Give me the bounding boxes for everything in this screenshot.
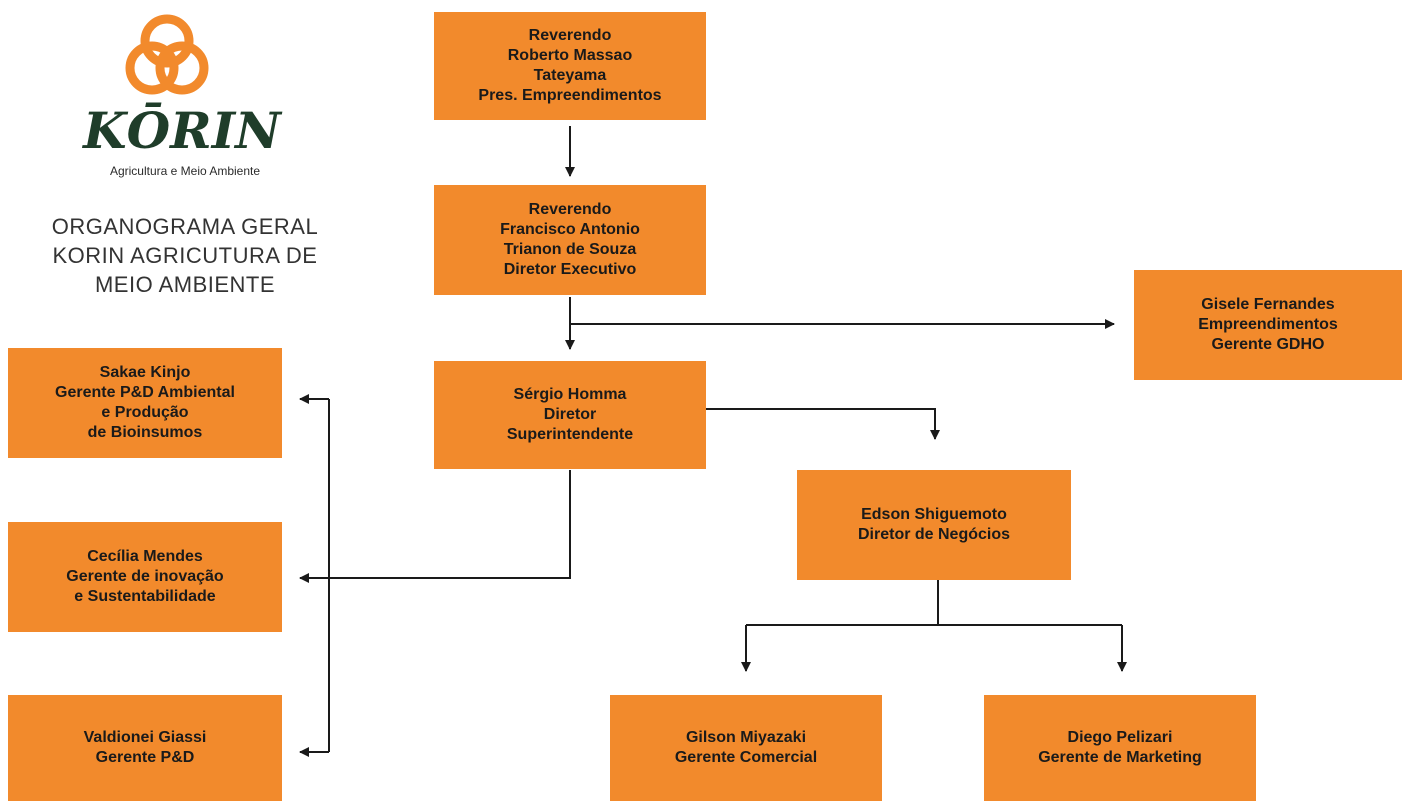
node-line: Roberto Massao <box>507 47 633 64</box>
node-line: de Bioinsumos <box>87 424 203 441</box>
chart-title: ORGANOGRAMA GERAL KORIN AGRICUTURA DE ME… <box>20 212 350 299</box>
node-line: Reverendo <box>528 201 612 218</box>
node-line: Gerente P&D <box>95 749 195 766</box>
node-line: Valdionei Giassi <box>83 729 207 746</box>
node-line: Gilson Miyazaki <box>685 729 807 746</box>
node-line: Gerente Comercial <box>674 749 818 766</box>
node-line: Diretor de Negócios <box>857 526 1011 543</box>
node-sakae-kinjo: Sakae Kinjo Gerente P&D Ambiental e Prod… <box>8 348 282 458</box>
korin-logo-mark: KŌRIN <box>81 14 283 160</box>
node-line: Gerente de Marketing <box>1038 749 1202 766</box>
connector-sergio-left <box>329 470 571 579</box>
node-line: Tateyama <box>533 67 607 84</box>
node-line: e Sustentabilidade <box>74 588 216 605</box>
node-line: Sakae Kinjo <box>99 364 191 381</box>
node-line: Empreendimentos <box>1198 316 1338 333</box>
node-cecilia-mendes: Cecília Mendes Gerente de inovação e Sus… <box>8 522 282 632</box>
title-line: MEIO AMBIENTE <box>94 272 276 297</box>
logo-wordmark: KŌRIN <box>81 101 283 160</box>
node-line: Francisco Antonio <box>500 221 640 238</box>
node-line: Pres. Empreendimentos <box>478 87 662 104</box>
node-gisele-fernandes: Gisele Fernandes Empreendimentos Gerente… <box>1134 270 1402 380</box>
node-line: Trianon de Souza <box>503 241 637 258</box>
node-gilson-miyazaki: Gilson Miyazaki Gerente Comercial <box>610 695 882 801</box>
korin-logo: KŌRIN Agricultura e Meio Ambiente <box>70 8 300 183</box>
node-line: Sérgio Homma <box>513 386 627 403</box>
node-line: Gerente P&D Ambiental <box>55 384 235 401</box>
node-line: Gisele Fernandes <box>1201 296 1335 313</box>
node-sergio-homma: Sérgio Homma Diretor Superintendente <box>434 361 706 469</box>
node-line: Cecília Mendes <box>87 548 203 565</box>
node-line: Diretor Executivo <box>503 261 637 278</box>
logo-circle-left <box>125 41 179 95</box>
node-line: e Produção <box>101 404 189 421</box>
node-edson-shiguemoto: Edson Shiguemoto Diretor de Negócios <box>797 470 1071 580</box>
node-francisco-antonio: Reverendo Francisco Antonio Trianon de S… <box>434 185 706 295</box>
node-diego-pelizari: Diego Pelizari Gerente de Marketing <box>984 695 1256 801</box>
node-line: Superintendente <box>506 426 634 443</box>
node-roberto-massao: Reverendo Roberto Massao Tateyama Pres. … <box>434 12 706 120</box>
connector-sergio-edson <box>705 408 940 440</box>
node-line: Diretor <box>543 406 597 423</box>
node-line: Diego Pelizari <box>1067 729 1173 746</box>
title-line: KORIN AGRICUTURA DE <box>52 243 318 268</box>
logo-circle-top <box>140 14 194 68</box>
node-valdionei-giassi: Valdionei Giassi Gerente P&D <box>8 695 282 801</box>
title-line: ORGANOGRAMA GERAL <box>51 214 319 239</box>
node-line: Gerente de inovação <box>66 568 224 585</box>
logo-circle-right <box>155 41 209 95</box>
node-line: Gerente GDHO <box>1211 336 1325 353</box>
logo-subtitle: Agricultura e Meio Ambiente <box>109 164 261 178</box>
node-line: Reverendo <box>528 27 612 44</box>
node-line: Edson Shiguemoto <box>861 506 1007 523</box>
